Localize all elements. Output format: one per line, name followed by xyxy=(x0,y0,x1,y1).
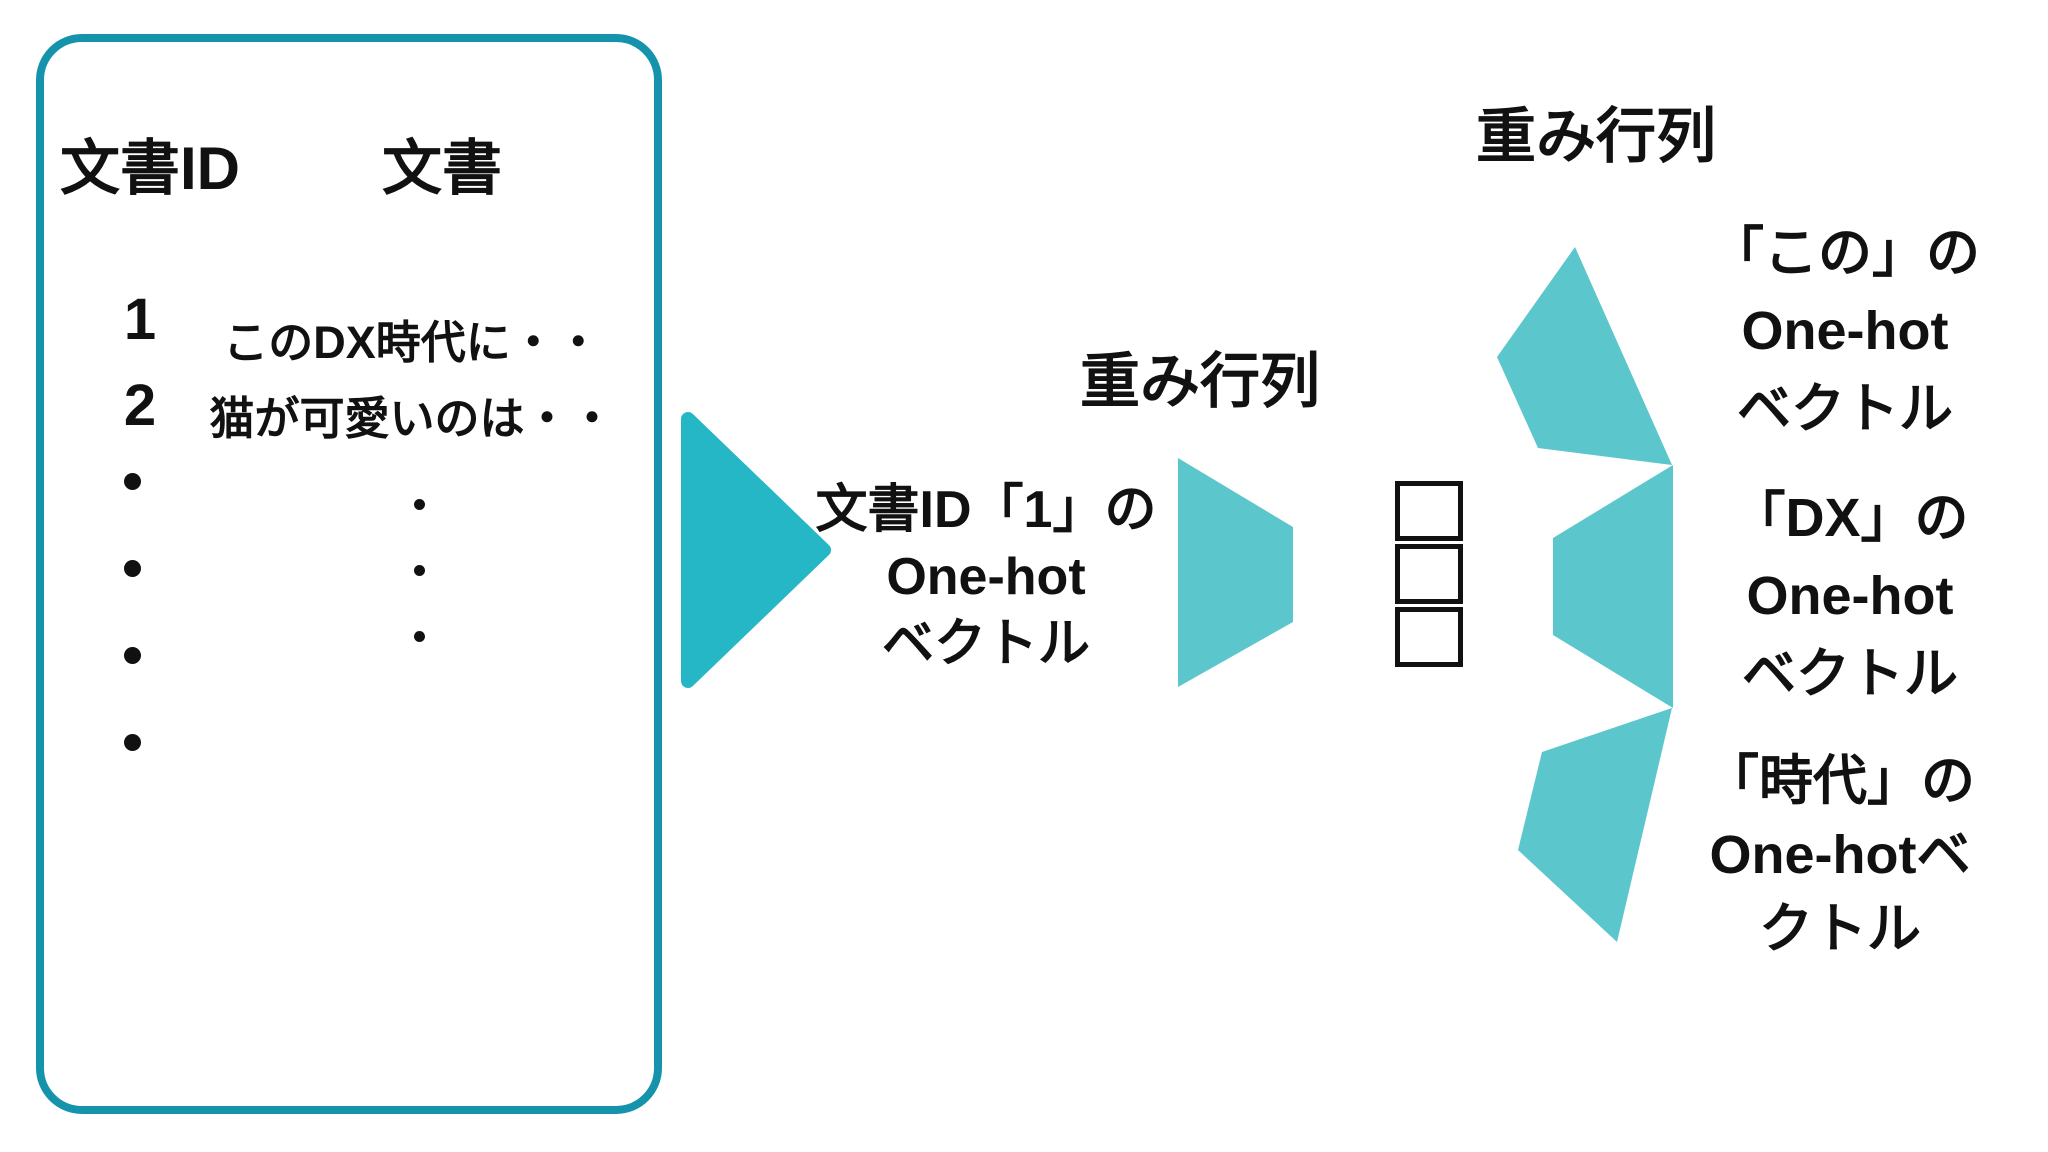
hidden-vector xyxy=(1395,481,1463,667)
input-one-hot-label: 文書ID「1」の One-hot ベクトル xyxy=(786,477,1186,678)
ellipsis-dot xyxy=(124,734,141,751)
document-table-box xyxy=(36,34,662,1114)
ellipsis-dot xyxy=(414,499,425,510)
ellipsis-dot xyxy=(414,565,425,576)
output-one-hot-label-dx: 「DX」の One-hot ベクトル xyxy=(1640,479,2048,713)
weight-matrix-label-middle: 重み行列 xyxy=(1080,348,1320,415)
fan-middle-shape xyxy=(1553,465,1673,708)
output-one-hot-label-kono: 「この」の One-hot ベクトル xyxy=(1635,214,2048,448)
table-row-id: 2 xyxy=(123,373,157,438)
output-label-line: 「DX」の xyxy=(1731,488,1969,548)
output-one-hot-label-jidai: 「時代」の One-hotベ クトル xyxy=(1630,744,2048,966)
table-row-doc: 猫が可愛いのは・・ xyxy=(209,393,615,444)
table-row-id: 1 xyxy=(123,287,157,352)
output-label-line: One-hot xyxy=(1746,566,1954,626)
weight-matrix-label-top: 重み行列 xyxy=(1476,103,1716,170)
vector-cell xyxy=(1395,607,1463,667)
output-label-line: One-hot xyxy=(1741,301,1949,361)
weight-matrix-funnel-shape xyxy=(1178,458,1293,687)
ellipsis-dot xyxy=(124,647,141,664)
ellipsis-dot xyxy=(124,473,141,490)
ellipsis-dot xyxy=(414,631,425,642)
column-header-doc-id: 文書ID xyxy=(60,135,240,202)
input-one-hot-line: 文書ID「1」の xyxy=(815,481,1157,539)
output-label-line: ベクトル xyxy=(1737,379,1953,439)
input-one-hot-line: ベクトル xyxy=(881,615,1090,673)
input-one-hot-line: One-hot xyxy=(886,548,1086,606)
doc-column-ellipsis xyxy=(414,499,425,642)
column-header-doc: 文書 xyxy=(382,135,502,202)
id-column-ellipsis xyxy=(124,473,141,751)
output-label-line: 「時代」の xyxy=(1705,751,1975,811)
right-arrow-triangle-icon xyxy=(681,412,831,688)
fan-bottom-shape xyxy=(1518,708,1672,942)
output-label-line: クトル xyxy=(1759,899,1921,959)
vector-cell xyxy=(1395,544,1463,604)
table-row-doc: このDX時代に・・ xyxy=(223,317,601,368)
ellipsis-dot xyxy=(124,560,141,577)
fan-top-shape xyxy=(1497,247,1672,465)
vector-cell xyxy=(1395,481,1463,541)
output-label-line: One-hotベ xyxy=(1709,825,1971,885)
output-label-line: 「この」の xyxy=(1710,223,1980,283)
output-label-line: ベクトル xyxy=(1742,644,1958,704)
